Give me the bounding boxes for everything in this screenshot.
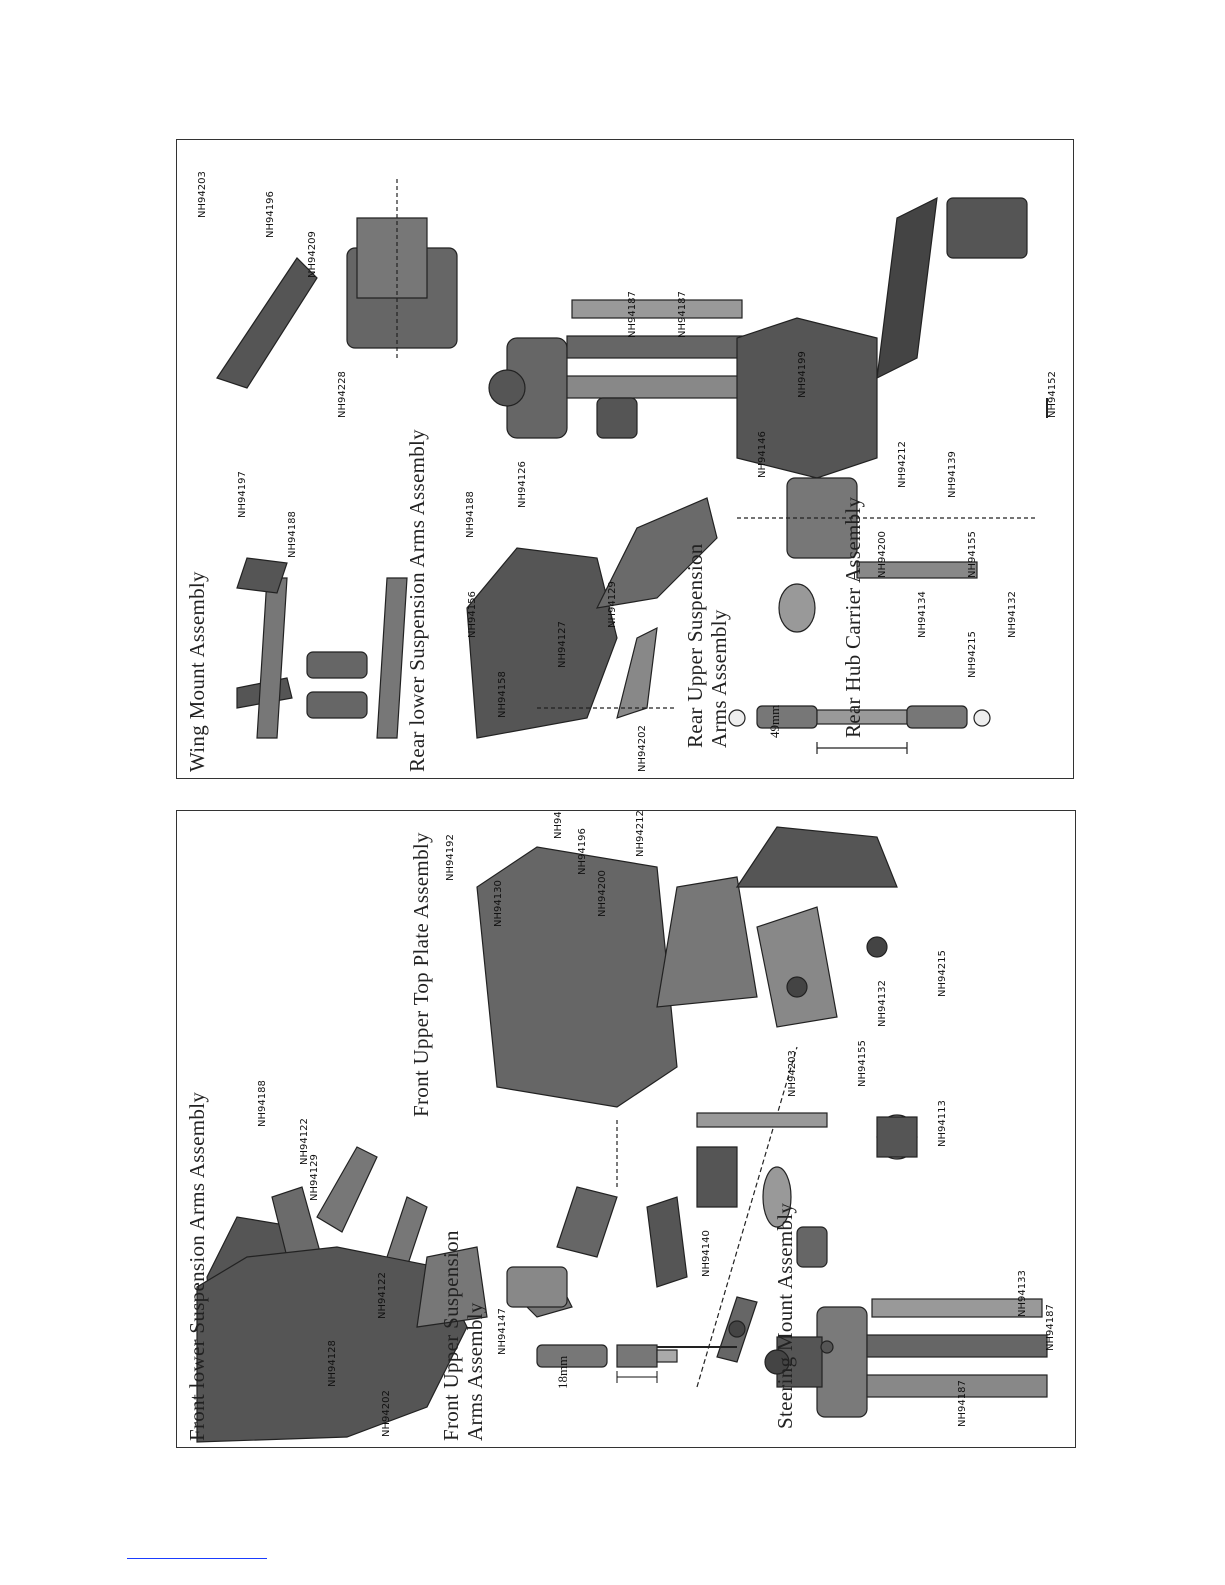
part-label: NH94199 — [797, 351, 808, 398]
wing-mount-title: Wing Mount Assembly — [185, 571, 209, 772]
part-label: NH94146 — [757, 431, 768, 478]
part-label: NH94122 — [553, 810, 564, 839]
part-label: NH94147 — [497, 1308, 508, 1355]
rear-hub-carrier-drawing — [736, 196, 1048, 633]
part-label: NH94134 — [917, 591, 928, 638]
front-upper-dimension: 18mm — [555, 1355, 570, 1389]
rear-upper-arms-title-line1: Rear Upper Suspension — [683, 543, 707, 748]
part-label: NH94158 — [497, 671, 508, 718]
rear-drive-unit-drawing — [488, 299, 748, 439]
part-label: NH94188 — [257, 1080, 268, 1127]
rear-upper-arms-title-line2: Arms Assembly — [707, 609, 731, 748]
front-upper-arms-title-line2: Arms Assembly — [463, 1302, 487, 1441]
front-assemblies-illustration — [196, 826, 1048, 1443]
part-label: NH94187 — [957, 1380, 968, 1427]
rear-hub-carrier-title: Rear Hub Carrier Assembly — [841, 496, 865, 738]
part-label: NH94197 — [237, 471, 248, 518]
front-assemblies-panel: Front lower Suspension Arms Assembly Fro… — [176, 810, 1076, 1448]
front-top-plate-drawing — [476, 826, 898, 1108]
front-assemblies-rotated-content: Front lower Suspension Arms Assembly Fro… — [177, 811, 1075, 1447]
part-label: NH94196 — [577, 828, 588, 875]
part-label: NH94126 — [517, 461, 528, 508]
part-label: NH94215 — [967, 631, 978, 678]
part-label: NH94212 — [635, 810, 646, 857]
part-label: NH94192 — [445, 834, 456, 881]
rear-assemblies-panel: Wing Mount Assembly Rear lower Suspensio… — [176, 139, 1074, 779]
part-label: NH94127 — [557, 621, 568, 668]
part-label: NH94122 — [377, 1272, 388, 1319]
part-label: NH94128 — [327, 1340, 338, 1387]
part-label: NH94200 — [597, 870, 608, 917]
part-label: NH94202 — [637, 725, 648, 772]
part-label: NH94156 — [467, 591, 478, 638]
part-label: NH94113 — [937, 1100, 948, 1147]
front-drive-shaft-drawing — [764, 1298, 1048, 1418]
part-label: NH94155 — [857, 1040, 868, 1087]
steering-mount-title: Steering Mount Assembly — [773, 1202, 797, 1429]
part-label: NH94188 — [287, 511, 298, 558]
front-lower-arms-title: Front lower Suspension Arms Assembly — [185, 1091, 209, 1441]
rear-lower-arms-title: Rear lower Suspension Arms Assembly — [405, 429, 429, 772]
front-upper-dimension-lines — [616, 1371, 658, 1383]
rear-assemblies-rotated-content: Wing Mount Assembly Rear lower Suspensio… — [177, 140, 1073, 778]
part-label: NH94130 — [493, 880, 504, 927]
rear-upper-dimension: 49mm — [767, 704, 782, 738]
part-label: NH94140 — [701, 1230, 712, 1277]
part-label: NH94139 — [947, 451, 958, 498]
part-label: NH94187 — [627, 291, 638, 338]
part-label: NH94133 — [1017, 1270, 1028, 1317]
part-label: NH94187 — [1045, 1304, 1056, 1351]
part-label: NH94187 — [677, 291, 688, 338]
rear-upper-arms-drawing — [728, 705, 991, 754]
front-upper-arms-drawing — [521, 1196, 834, 1368]
rear-lower-arms-drawing — [466, 497, 718, 739]
part-label: NH94228 — [337, 371, 348, 418]
part-label: NH94215 — [937, 950, 948, 997]
front-top-plate-title: Front Upper Top Plate Assembly — [409, 832, 433, 1117]
front-upper-arms-title-line1: Front Upper Suspension — [439, 1230, 463, 1441]
part-label: NH94202 — [381, 1390, 392, 1437]
wing-mount-drawing — [216, 178, 458, 739]
part-label: NH94155 — [967, 531, 978, 578]
rear-assemblies-illustration — [216, 178, 1048, 754]
steering-mount-drawing — [196, 1046, 918, 1443]
part-label: NH94203 — [197, 171, 208, 218]
footer-link-underline — [127, 1558, 267, 1559]
part-label: NH94212 — [897, 441, 908, 488]
part-label: NH94129 — [607, 581, 618, 628]
part-label: NH94196 — [265, 191, 276, 238]
part-label: NH94203 — [787, 1050, 798, 1097]
part-label: NH94152 — [1047, 371, 1058, 418]
part-label: NH94129 — [309, 1154, 320, 1201]
part-label: NH94200 — [877, 531, 888, 578]
part-label: NH94209 — [307, 231, 318, 278]
part-label: NH94132 — [877, 980, 888, 1027]
part-label: NH94132 — [1007, 591, 1018, 638]
part-label: NH94188 — [465, 491, 476, 538]
